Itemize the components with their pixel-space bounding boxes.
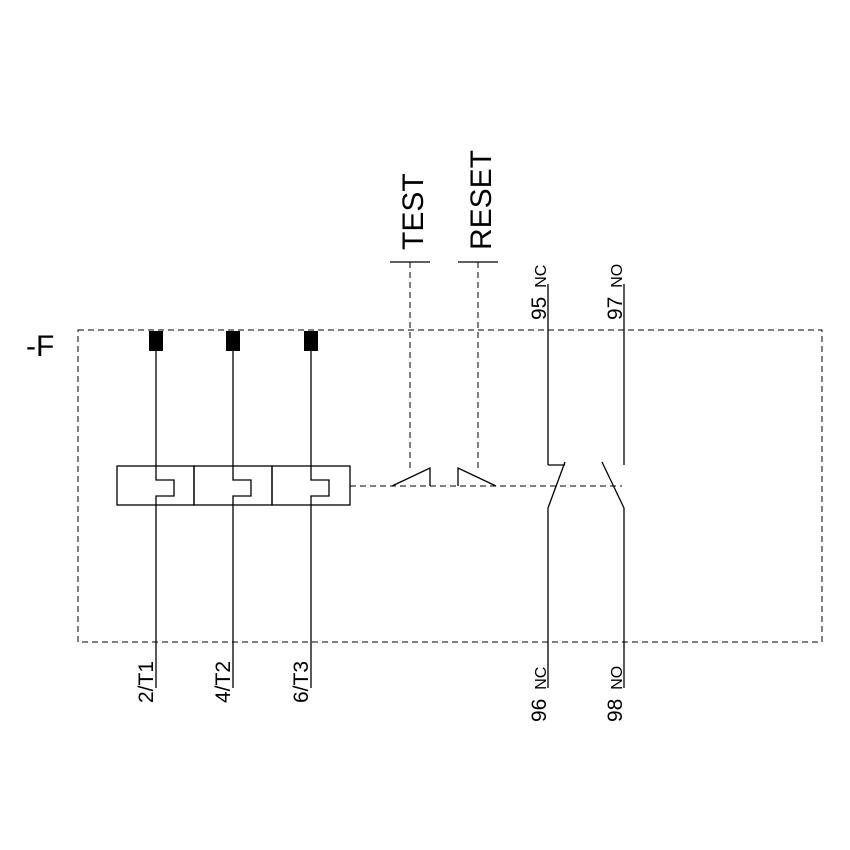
reset-button-label: RESET xyxy=(465,150,498,250)
terminal-number: 96 xyxy=(528,699,551,722)
terminal-label-t3: 6/T3 xyxy=(290,661,313,703)
aux-no-top-label: 97 NO xyxy=(604,264,627,320)
device-enclosure xyxy=(77,329,823,643)
aux-no-contact xyxy=(601,284,625,688)
terminal-number: 98 xyxy=(604,699,627,722)
device-tag: -F xyxy=(26,330,54,363)
aux-no-bottom-label: 98 NO xyxy=(604,666,627,722)
contact-type: NC xyxy=(533,667,550,690)
terminal-number: 95 xyxy=(528,297,551,320)
main-pole-1 xyxy=(149,331,163,688)
svg-text:96 NC: 96 NC xyxy=(528,667,551,722)
contact-type: NO xyxy=(609,666,626,690)
svg-text:97 NO: 97 NO xyxy=(604,264,627,320)
test-button-label: TEST xyxy=(397,173,430,250)
terminal-number: 97 xyxy=(604,297,627,320)
contact-type: NO xyxy=(609,264,626,288)
terminal-block xyxy=(149,331,163,351)
main-pole-3 xyxy=(304,331,318,688)
svg-text:98 NO: 98 NO xyxy=(604,666,627,722)
aux-nc-bottom-label: 96 NC xyxy=(528,667,551,722)
terminal-label-t1: 2/T1 xyxy=(135,661,158,703)
contact-type: NC xyxy=(533,265,550,288)
aux-nc-contact xyxy=(547,284,566,688)
terminal-block xyxy=(304,331,318,351)
terminal-label-t2: 4/T2 xyxy=(212,661,235,703)
aux-nc-top-label: 95 NC xyxy=(528,265,551,320)
terminal-block xyxy=(226,331,240,351)
main-pole-2 xyxy=(226,331,240,688)
test-button-symbol xyxy=(390,261,431,487)
svg-text:95 NC: 95 NC xyxy=(528,265,551,320)
reset-button-symbol xyxy=(457,261,498,487)
